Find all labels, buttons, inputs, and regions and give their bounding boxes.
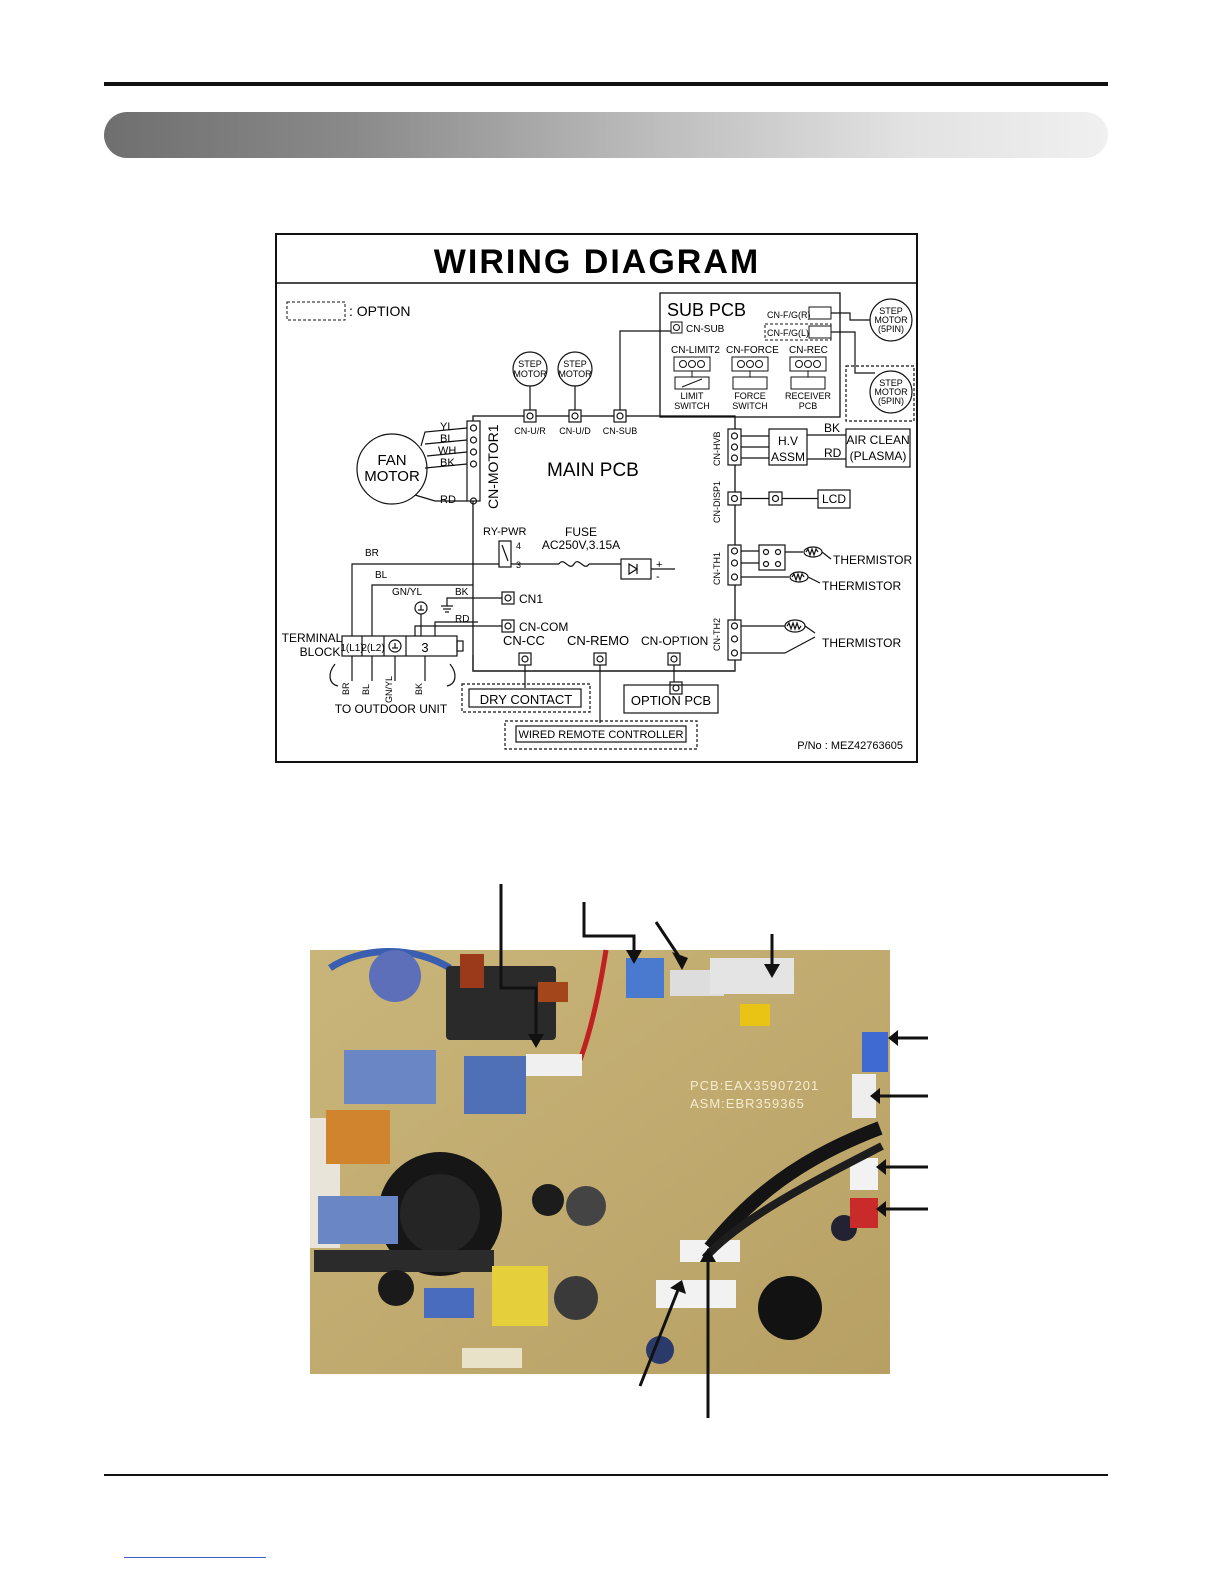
svg-text:YL: YL	[440, 421, 453, 433]
bottom-rule	[104, 1474, 1108, 1476]
svg-text:MOTOR: MOTOR	[364, 468, 420, 485]
callout-arrow	[582, 902, 636, 956]
svg-text:ASM:EBR359365: ASM:EBR359365	[690, 1096, 805, 1111]
diagram-title: WIRING DIAGRAM	[434, 243, 760, 281]
svg-text:FUSE: FUSE	[565, 525, 597, 539]
svg-text:BLOCK: BLOCK	[300, 645, 341, 659]
footer-link-underline[interactable]	[124, 1557, 266, 1558]
svg-text:2(L2): 2(L2)	[361, 643, 384, 654]
svg-text:CN-FORCE: CN-FORCE	[726, 345, 779, 356]
svg-text:PCB:EAX35907201: PCB:EAX35907201	[690, 1078, 819, 1093]
svg-text:3: 3	[516, 560, 521, 570]
svg-text:TO OUTDOOR UNIT: TO OUTDOOR UNIT	[335, 702, 448, 716]
svg-text:MOTOR: MOTOR	[513, 369, 547, 379]
svg-text:STEP: STEP	[518, 359, 542, 369]
svg-text:CN-SUB: CN-SUB	[686, 324, 725, 335]
svg-text:OPTION PCB: OPTION PCB	[631, 693, 711, 708]
svg-text:CN-MOTOR1: CN-MOTOR1	[485, 424, 501, 509]
svg-text:CN-HVB: CN-HVB	[712, 431, 722, 466]
svg-text:STEP: STEP	[563, 359, 587, 369]
svg-text:MOTOR: MOTOR	[874, 387, 908, 397]
svg-text:BL: BL	[361, 684, 371, 695]
svg-text:(5PIN): (5PIN)	[878, 324, 904, 334]
svg-text:BK: BK	[414, 683, 424, 695]
svg-text:BR: BR	[341, 682, 351, 695]
svg-text:STEP: STEP	[879, 306, 903, 316]
svg-text:1(L1): 1(L1)	[340, 643, 363, 654]
svg-text:LIMIT: LIMIT	[680, 391, 704, 401]
callout-arrow	[499, 884, 538, 1040]
svg-text:CN-COM: CN-COM	[519, 620, 568, 634]
svg-text:SWITCH: SWITCH	[732, 401, 768, 411]
svg-text:RD: RD	[824, 446, 842, 460]
svg-text:PCB: PCB	[799, 401, 818, 411]
svg-text:BK: BK	[824, 421, 840, 435]
svg-text:-: -	[656, 571, 660, 583]
svg-text:BL: BL	[375, 570, 388, 581]
svg-text:GN/YL: GN/YL	[384, 676, 394, 703]
part-number: P/No : MEZ42763605	[797, 740, 903, 752]
svg-text:SUB PCB: SUB PCB	[667, 300, 746, 320]
svg-text:DRY CONTACT: DRY CONTACT	[480, 692, 573, 707]
svg-text:4: 4	[516, 541, 521, 551]
svg-text:SWITCH: SWITCH	[674, 401, 710, 411]
svg-text:CN-REMO: CN-REMO	[567, 633, 629, 648]
svg-text:BR: BR	[365, 548, 379, 559]
svg-text:RY-PWR: RY-PWR	[483, 526, 526, 538]
svg-text:CN-TH1: CN-TH1	[712, 552, 722, 585]
option-legend: : OPTION	[349, 303, 410, 319]
callout-arrow	[638, 1289, 680, 1387]
svg-text:FORCE: FORCE	[734, 391, 766, 401]
svg-text:ASSM: ASSM	[771, 450, 805, 464]
svg-text:THERMISTOR: THERMISTOR	[833, 553, 912, 567]
svg-text:CN-CC: CN-CC	[503, 633, 545, 648]
svg-text:CN-U/D: CN-U/D	[559, 426, 591, 436]
sub-pcb: SUB PCB CN-SUB CN-LIMIT2 CN-FORCE CN-REC…	[659, 292, 841, 418]
svg-text:AC250V,3.15A: AC250V,3.15A	[542, 538, 620, 552]
svg-text:MOTOR: MOTOR	[874, 315, 908, 325]
svg-text:BK: BK	[455, 587, 469, 598]
svg-text:CN-F/G(L): CN-F/G(L)	[767, 328, 809, 338]
svg-text:MOTOR: MOTOR	[558, 369, 592, 379]
svg-text:BL: BL	[440, 433, 453, 445]
svg-text:CN-OPTION: CN-OPTION	[641, 634, 708, 648]
wiring-diagram: WIRING DIAGRAM : OPTION SUB PCB CN-SUB C…	[275, 233, 918, 763]
svg-text:LCD: LCD	[822, 492, 846, 506]
svg-text:CN-U/R: CN-U/R	[514, 426, 546, 436]
svg-text:THERMISTOR: THERMISTOR	[822, 636, 901, 650]
svg-text:CN-TH2: CN-TH2	[712, 618, 722, 651]
svg-text:THERMISTOR: THERMISTOR	[822, 579, 901, 593]
svg-text:BK: BK	[440, 457, 455, 469]
svg-text:CN-REC: CN-REC	[789, 345, 828, 356]
svg-text:CN-F/G(R): CN-F/G(R)	[767, 310, 811, 320]
svg-text:WH: WH	[438, 445, 456, 457]
svg-text:GN/YL: GN/YL	[392, 587, 422, 598]
svg-text:CN-LIMIT2: CN-LIMIT2	[671, 345, 720, 356]
callout-arrow	[654, 921, 682, 959]
svg-text:(PLASMA): (PLASMA)	[850, 449, 907, 463]
section-banner	[104, 112, 1108, 158]
svg-text:(5PIN): (5PIN)	[878, 396, 904, 406]
svg-text:RECEIVER: RECEIVER	[785, 391, 832, 401]
svg-text:AIR CLEAN: AIR CLEAN	[846, 433, 909, 447]
svg-text:3: 3	[421, 640, 428, 655]
main-pcb-label: MAIN PCB	[547, 460, 639, 481]
svg-text:TERMINAL: TERMINAL	[282, 631, 343, 645]
svg-text:RD: RD	[455, 614, 469, 625]
svg-text:WIRED REMOTE CONTROLLER: WIRED REMOTE CONTROLLER	[518, 729, 683, 741]
svg-text:STEP: STEP	[879, 378, 903, 388]
svg-text:+: +	[656, 559, 662, 571]
svg-text:RD: RD	[440, 494, 456, 506]
main-pcb-photo: PCB:EAX35907201 ASM:EBR359365	[310, 884, 928, 1418]
svg-text:CN-DISP1: CN-DISP1	[712, 481, 722, 523]
svg-text:CN1: CN1	[519, 592, 543, 606]
svg-text:CN-SUB: CN-SUB	[603, 426, 638, 436]
svg-text:H.V: H.V	[778, 434, 798, 448]
svg-text:FAN: FAN	[377, 452, 406, 469]
top-rule	[104, 82, 1108, 86]
